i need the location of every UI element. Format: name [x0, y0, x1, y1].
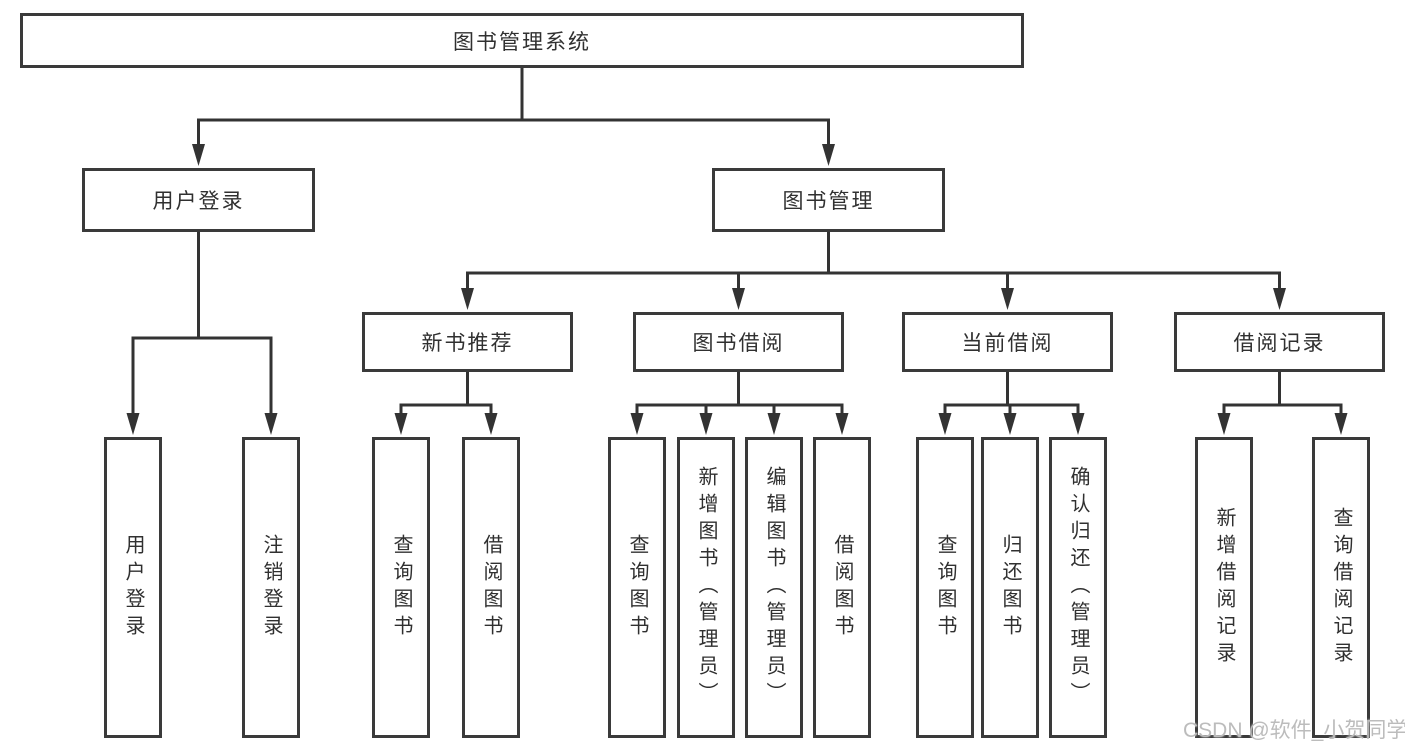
arrowhead — [1003, 413, 1017, 435]
arrowhead — [1071, 413, 1085, 435]
node-add-books-admin: 新增图书（管理员） — [677, 437, 735, 738]
connector-user-login-to-children — [126, 232, 278, 435]
node-library-system-label: 图书管理系统 — [453, 30, 591, 54]
arrowhead — [1334, 413, 1348, 435]
arrowhead — [699, 413, 713, 435]
arrowhead — [1001, 288, 1014, 310]
node-book-borrowing-label: 图书借阅 — [692, 332, 785, 355]
node-return-books-label: 归还图书 — [999, 533, 1021, 642]
node-user-login: 用户登录 — [82, 168, 315, 232]
node-query-books-current: 查询图书 — [916, 437, 974, 738]
arrowhead — [394, 413, 408, 435]
connector-borrowing-records-to-children — [1217, 372, 1348, 435]
arrowhead — [126, 413, 140, 435]
arrowhead — [1217, 413, 1231, 435]
arrowhead — [938, 413, 952, 435]
node-confirm-return-admin-label: 确认归还（管理员） — [1067, 466, 1089, 709]
node-logout-leaf-label: 注销登录 — [260, 533, 282, 642]
node-add-books-admin-label: 新增图书（管理员） — [695, 466, 717, 709]
node-new-book-recommend: 新书推荐 — [362, 312, 573, 372]
connector-book-management-to-level2 — [461, 232, 1286, 310]
arrowhead — [835, 413, 849, 435]
node-edit-books-admin: 编辑图书（管理员） — [745, 437, 803, 738]
node-query-books-recommend: 查询图书 — [372, 437, 430, 738]
node-edit-books-admin-label: 编辑图书（管理员） — [763, 466, 785, 709]
node-current-borrowing: 当前借阅 — [902, 312, 1113, 372]
csdn-watermark: CSDN @软件_小贺同学 — [1183, 719, 1405, 742]
node-borrow-books-recommend-label: 借阅图书 — [480, 533, 502, 642]
connector-book-borrowing-to-children — [630, 372, 849, 435]
node-return-books: 归还图书 — [981, 437, 1039, 738]
node-book-management: 图书管理 — [712, 168, 945, 232]
node-book-management-label: 图书管理 — [782, 190, 875, 213]
node-current-borrowing-label: 当前借阅 — [961, 332, 1054, 355]
arrowhead — [461, 288, 474, 310]
node-query-borrow-record: 查询借阅记录 — [1312, 437, 1370, 738]
node-logout-leaf: 注销登录 — [242, 437, 300, 738]
connector-new-book-recommend-to-children — [394, 372, 498, 435]
node-book-borrowing: 图书借阅 — [633, 312, 844, 372]
node-query-books-borrowing-label: 查询图书 — [626, 533, 648, 642]
node-add-borrow-record: 新增借阅记录 — [1195, 437, 1253, 738]
node-user-login-label: 用户登录 — [152, 190, 245, 213]
arrowhead — [192, 144, 205, 166]
node-borrowing-records-label: 借阅记录 — [1233, 332, 1326, 355]
node-query-borrow-record-label: 查询借阅记录 — [1330, 506, 1352, 669]
node-library-system: 图书管理系统 — [20, 13, 1024, 68]
arrowhead — [264, 413, 278, 435]
arrowhead — [732, 288, 745, 310]
node-borrow-books-borrowing-label: 借阅图书 — [831, 533, 853, 642]
node-query-books-recommend-label: 查询图书 — [390, 533, 412, 642]
node-user-login-leaf: 用户登录 — [104, 437, 162, 738]
arrowhead — [630, 413, 644, 435]
connector-current-borrowing-to-children — [938, 372, 1085, 435]
arrowhead — [767, 413, 781, 435]
node-user-login-leaf-label: 用户登录 — [122, 533, 144, 642]
node-confirm-return-admin: 确认归还（管理员） — [1049, 437, 1107, 738]
node-new-book-recommend-label: 新书推荐 — [421, 332, 514, 355]
node-query-books-borrowing: 查询图书 — [608, 437, 666, 738]
arrowhead — [822, 144, 835, 166]
node-add-borrow-record-label: 新增借阅记录 — [1213, 506, 1235, 669]
connector-root-to-level1 — [192, 68, 835, 166]
node-borrow-books-borrowing: 借阅图书 — [813, 437, 871, 738]
node-borrow-books-recommend: 借阅图书 — [462, 437, 520, 738]
node-query-books-current-label: 查询图书 — [934, 533, 956, 642]
node-borrowing-records: 借阅记录 — [1174, 312, 1385, 372]
arrowhead — [1273, 288, 1286, 310]
arrowhead — [484, 413, 498, 435]
